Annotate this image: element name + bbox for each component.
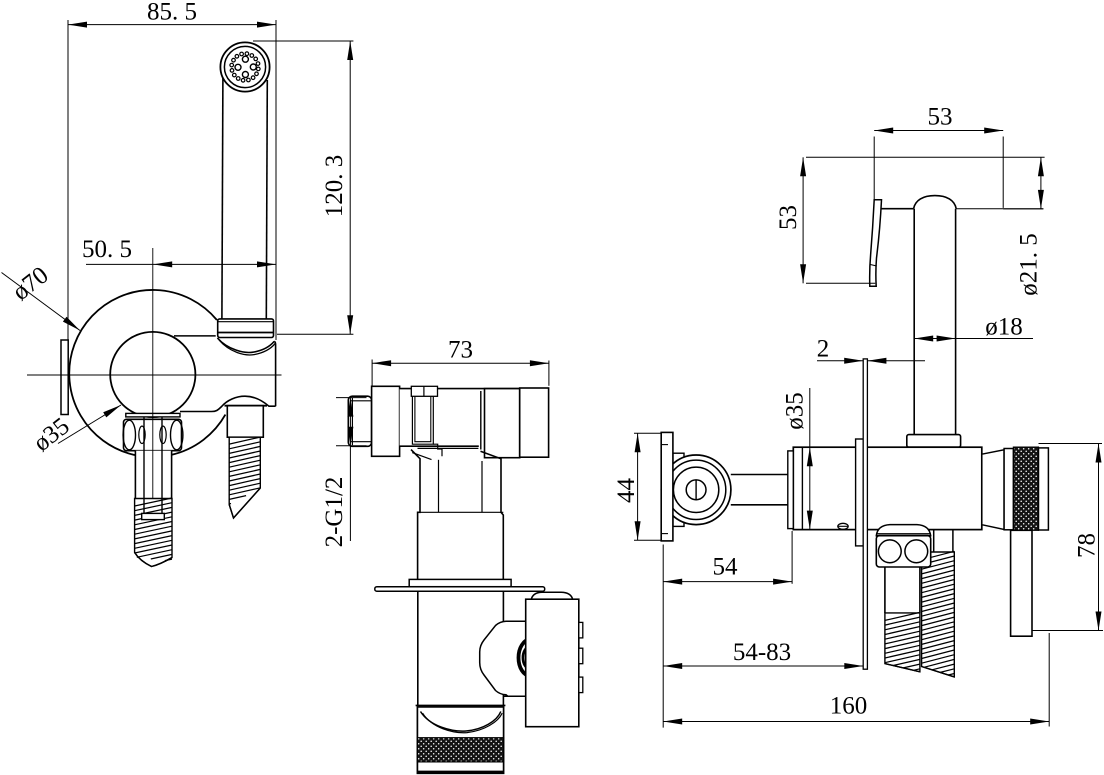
svg-text:44: 44 bbox=[613, 478, 640, 504]
svg-text:ø18: ø18 bbox=[985, 314, 1023, 341]
svg-text:53: 53 bbox=[775, 205, 802, 230]
svg-text:53: 53 bbox=[928, 104, 953, 131]
svg-text:120. 3: 120. 3 bbox=[321, 155, 348, 218]
svg-text:160: 160 bbox=[830, 693, 868, 720]
svg-text:2-G1/2: 2-G1/2 bbox=[321, 477, 348, 548]
svg-text:78: 78 bbox=[1074, 533, 1101, 558]
svg-text:73: 73 bbox=[448, 337, 473, 364]
svg-text:54-83: 54-83 bbox=[733, 639, 791, 666]
svg-text:2: 2 bbox=[817, 336, 830, 363]
svg-text:ø21. 5: ø21. 5 bbox=[1016, 233, 1043, 296]
svg-text:50. 5: 50. 5 bbox=[82, 236, 132, 263]
svg-text:85. 5: 85. 5 bbox=[147, 0, 197, 26]
svg-text:54: 54 bbox=[713, 554, 739, 581]
svg-text:ø35: ø35 bbox=[782, 392, 809, 430]
